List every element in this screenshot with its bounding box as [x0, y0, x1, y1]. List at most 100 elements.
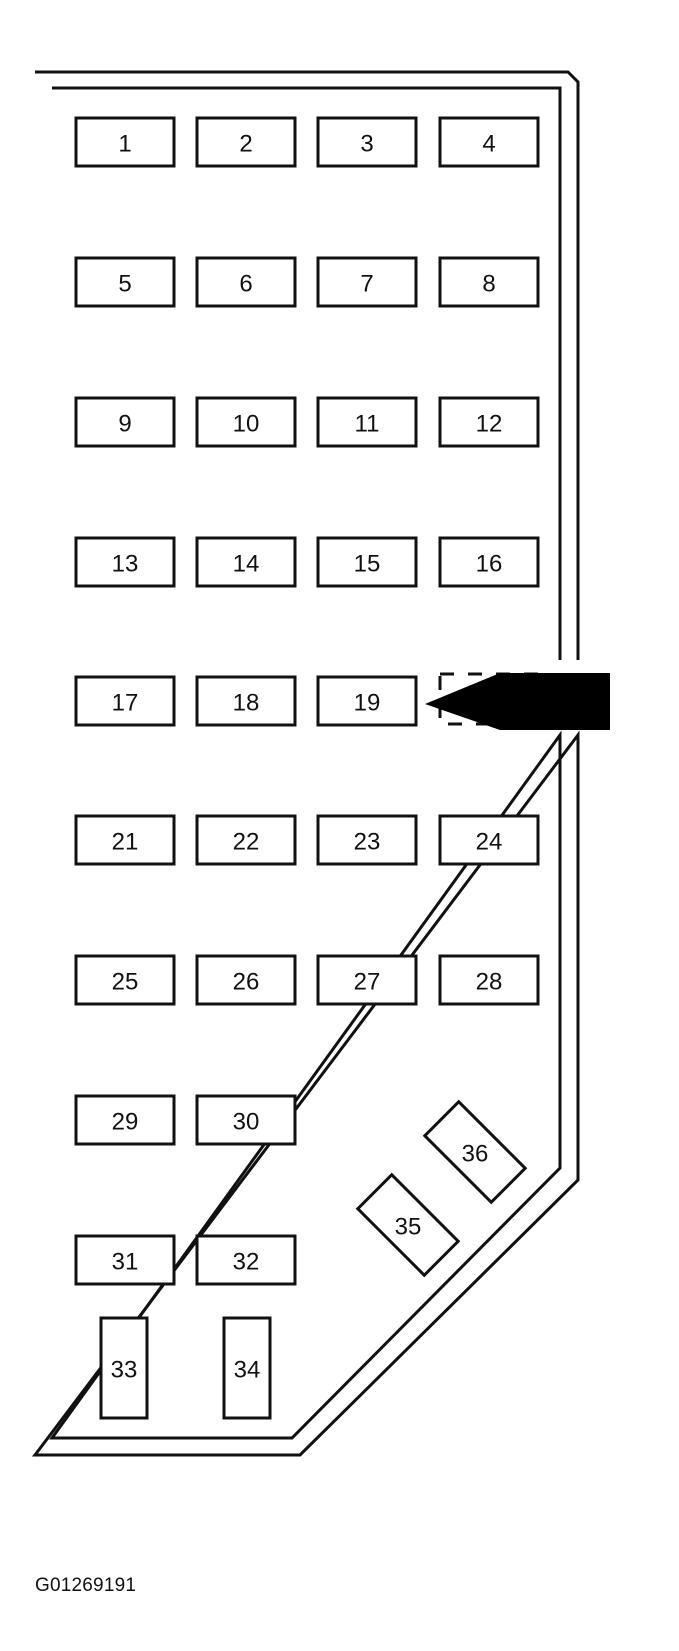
- fuse-label: 23: [354, 829, 381, 856]
- fuse-outline: [355, 1172, 461, 1278]
- fuse-label: 11: [355, 411, 380, 438]
- fuse-label: 15: [354, 551, 381, 578]
- fuse-label: 2: [239, 131, 252, 158]
- fuse-28: 28: [438, 954, 540, 1006]
- fuse-label: 4: [482, 131, 495, 158]
- fuse-label: 1: [118, 131, 131, 158]
- fuse-5: 5: [74, 256, 176, 308]
- fuse-outline: [195, 256, 297, 308]
- fuse-label: 34: [234, 1357, 261, 1384]
- fuse-12: 12: [438, 396, 540, 448]
- fuse-outline: [74, 536, 176, 588]
- fuse-24: 24: [438, 814, 540, 866]
- fuse-13: 13: [74, 536, 176, 588]
- fuse-outline: [74, 1094, 176, 1146]
- fuse-outline: [74, 954, 176, 1006]
- fuse-outline: [438, 396, 540, 448]
- fuse-36: 36: [422, 1099, 528, 1205]
- fuse-label: 8: [482, 271, 495, 298]
- fuse-18: 18: [195, 675, 297, 727]
- fuse-7: 7: [316, 256, 418, 308]
- fuse-label: 25: [112, 969, 139, 996]
- fuse-outline: [74, 1234, 176, 1286]
- fuse-outline: [195, 396, 297, 448]
- fuse-outline: [195, 536, 297, 588]
- fuse-outline: [74, 814, 176, 866]
- fuse-outline: [438, 116, 540, 168]
- fuse-label: 26: [233, 969, 260, 996]
- fuse-outline: [74, 256, 176, 308]
- panel-outer-border: [31, 70, 580, 1457]
- fuse-17: 17: [74, 675, 176, 727]
- fuse-outline: [74, 396, 176, 448]
- fuse-26: 26: [195, 954, 297, 1006]
- fuse-outline: [195, 675, 297, 727]
- fuse-21: 21: [74, 814, 176, 866]
- fuse-label: 9: [118, 411, 131, 438]
- fuse-label: 5: [118, 271, 131, 298]
- figure-id-label: G01269191: [35, 1575, 137, 1596]
- fuse-outline: [99, 1316, 149, 1420]
- fuse-2: 2: [195, 116, 297, 168]
- fuse-3: 3: [316, 116, 418, 168]
- fuse-label: 28: [476, 969, 503, 996]
- fuse-outline: [438, 256, 540, 308]
- fuse-22: 22: [195, 814, 297, 866]
- fuse-label: 18: [233, 690, 260, 717]
- fuse-outline: [195, 1234, 297, 1286]
- fuse-35: 35: [355, 1172, 461, 1278]
- fuse-label: 27: [354, 969, 381, 996]
- fuse-label: 32: [233, 1249, 260, 1276]
- fuse-label: 22: [233, 829, 260, 856]
- panel-inner-border: [49, 86, 562, 1440]
- fuse-outline: [316, 536, 418, 588]
- fuse-outline: [195, 814, 297, 866]
- fuse-23: 23: [316, 814, 418, 866]
- fuse-outline: [422, 1099, 528, 1205]
- fuse-outline: [438, 536, 540, 588]
- fuse-27: 27: [316, 954, 418, 1006]
- fuse-outline: [438, 814, 540, 866]
- fuse-9: 9: [74, 396, 176, 448]
- fuse-label: 36: [462, 1141, 489, 1168]
- fuse-16: 16: [438, 536, 540, 588]
- fuse-10: 10: [195, 396, 297, 448]
- fuse-1: 1: [74, 116, 176, 168]
- fuse-label: 6: [239, 271, 252, 298]
- fuse-4: 4: [438, 116, 540, 168]
- fuse-outline: [316, 396, 418, 448]
- fuse-outline: [316, 814, 418, 866]
- fuse-14: 14: [195, 536, 297, 588]
- fuse-label: 31: [112, 1249, 139, 1276]
- fuse-label: 16: [476, 551, 503, 578]
- fuse-6: 6: [195, 256, 297, 308]
- fuse-label: 29: [112, 1109, 139, 1136]
- fuse-outline: [195, 1094, 297, 1146]
- fuse-outline: [316, 954, 418, 1006]
- fuse-label: 33: [111, 1357, 138, 1384]
- fuse-label: 10: [233, 411, 260, 438]
- fuse-label: 7: [360, 271, 373, 298]
- fuse-outline: [74, 116, 176, 168]
- fuse-label: 21: [112, 829, 139, 856]
- fuse-34: 34: [222, 1316, 272, 1420]
- fuse-33: 33: [99, 1316, 149, 1420]
- fuse-outline: [316, 256, 418, 308]
- fuse-outline: [316, 675, 418, 727]
- fuse-11: 11: [316, 396, 418, 448]
- fuse-label: 35: [395, 1214, 422, 1241]
- fuse-31: 31: [74, 1234, 176, 1286]
- fuse-8: 8: [438, 256, 540, 308]
- fuse-label: 17: [112, 690, 139, 717]
- fuse-outline: [195, 954, 297, 1006]
- fuse-29: 29: [74, 1094, 176, 1146]
- fuse-label: 30: [233, 1109, 260, 1136]
- fuse-outline: [316, 116, 418, 168]
- fuse-outline: [222, 1316, 272, 1420]
- fuse-label: 19: [354, 690, 381, 717]
- fuse-25: 25: [74, 954, 176, 1006]
- arrow-icon: [425, 673, 610, 730]
- fuse-outline: [195, 116, 297, 168]
- fuse-label: 14: [233, 551, 260, 578]
